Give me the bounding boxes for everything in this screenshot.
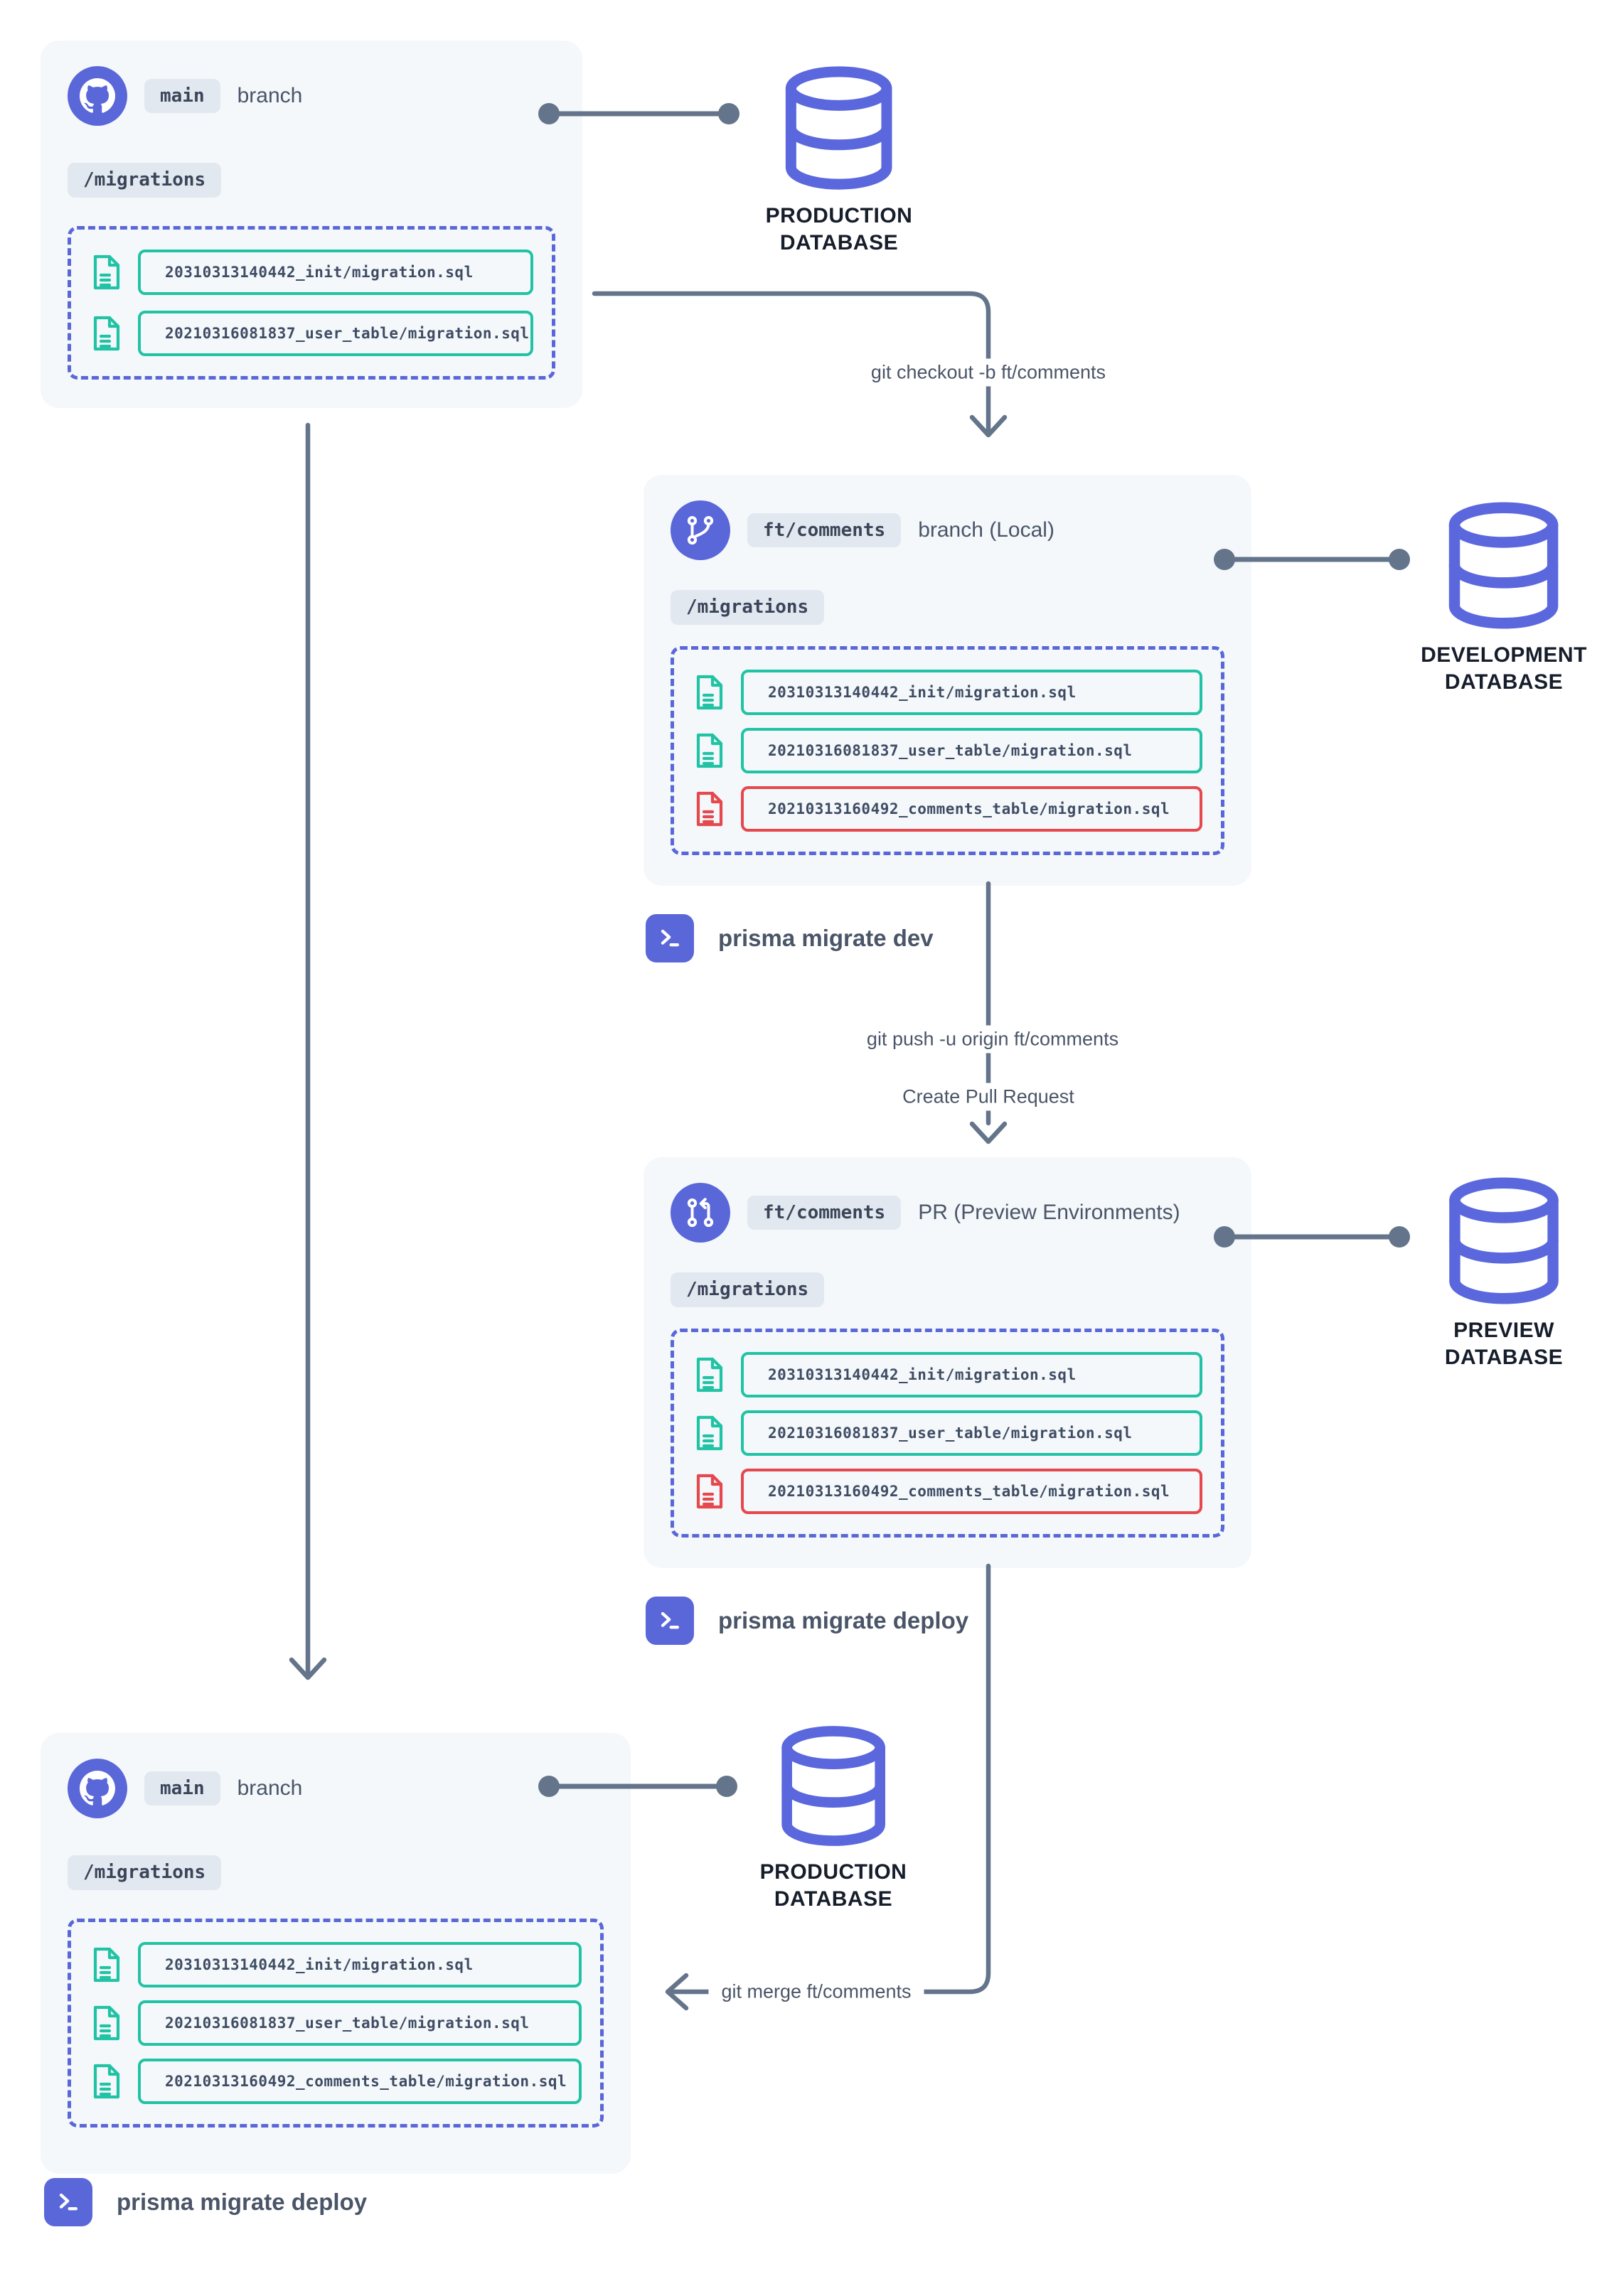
migration-file-row-new: 20210313160492_comments_table/migration.…: [693, 1468, 1202, 1514]
migrations-folder: 20310313140442_init/migration.sql 202103…: [671, 1328, 1224, 1538]
git-merge-label: git merge ft/comments: [708, 1978, 924, 2006]
prisma-migrate-deploy-command-pr: prisma migrate deploy: [646, 1597, 968, 1645]
git-pull-request-icon: [671, 1183, 730, 1243]
database-label: DEVELOPMENT DATABASE: [1421, 643, 1587, 694]
main-branch-box-top: main branch /migrations 20310313140442_i…: [41, 41, 582, 408]
preview-database: PREVIEW DATABASE: [1435, 1171, 1574, 1370]
sql-file-icon: [693, 1412, 727, 1454]
connector-dot: [1389, 549, 1410, 570]
sql-file-icon: [90, 2002, 124, 2044]
arrow-icon: [289, 1657, 327, 1680]
migration-file-row: 20210316081837_user_table/migration.sql: [693, 1410, 1202, 1456]
branch-label: branch: [237, 1776, 303, 1800]
arrow-icon: [969, 414, 1008, 438]
sql-file-icon-new: [693, 788, 727, 830]
migration-file-row-new: 20210313160492_comments_table/migration.…: [693, 785, 1202, 832]
production-database-top: PRODUCTION DATABASE: [766, 60, 913, 256]
migrations-folder: 20310313140442_init/migration.sql 202103…: [68, 1918, 604, 2128]
sql-file-icon: [90, 252, 124, 293]
arrow-icon: [969, 1121, 1008, 1144]
github-icon: [68, 66, 127, 126]
branch-badge: ft/comments: [747, 1195, 902, 1230]
migration-file-name: 20210316081837_user_table/migration.sql: [138, 2000, 582, 2046]
production-database-bottom: PRODUCTION DATABASE: [760, 1720, 907, 1912]
migration-file-name: 20210313160492_comments_table/migration.…: [741, 785, 1202, 832]
sql-file-icon: [90, 2061, 124, 2102]
branch-badge: ft/comments: [747, 513, 902, 548]
branch-badge: main: [144, 1771, 220, 1806]
arrow-icon: [665, 1973, 689, 2011]
database-label: PRODUCTION DATABASE: [765, 204, 913, 254]
git-branch-icon: [671, 500, 730, 560]
migration-file-row: 20210316081837_user_table/migration.sql: [693, 727, 1202, 773]
migrations-dir-badge: /migrations: [68, 1855, 222, 1890]
migration-file-name: 20210316081837_user_table/migration.sql: [741, 727, 1202, 773]
migration-file-row: 20310313140442_init/migration.sql: [90, 249, 533, 295]
feature-branch-box: ft/comments branch (Local) /migrations 2…: [644, 475, 1251, 886]
main-branch-box-bottom: main branch /migrations 20310313140442_i…: [41, 1733, 631, 2174]
migration-file-name: 20210316081837_user_table/migration.sql: [138, 310, 533, 356]
repo-header: main branch: [68, 1759, 604, 1818]
migration-file-name: 20310313140442_init/migration.sql: [138, 1941, 582, 1987]
migration-file-name: 20210316081837_user_table/migration.sql: [741, 1410, 1202, 1456]
migration-file-row: 20310313140442_init/migration.sql: [693, 669, 1202, 715]
connector-dot: [718, 103, 739, 124]
prisma-migrate-dev-command: prisma migrate dev: [646, 914, 934, 962]
github-icon: [68, 1759, 127, 1818]
repo-header: ft/comments branch (Local): [671, 500, 1224, 560]
repo-header: ft/comments PR (Preview Environments): [671, 1183, 1224, 1243]
terminal-icon: [646, 1597, 694, 1645]
migrations-dir-badge: /migrations: [671, 590, 825, 625]
command-text: prisma migrate deploy: [117, 2189, 368, 2215]
create-pull-request-label: Create Pull Request: [890, 1083, 1087, 1111]
migrations-dir-badge: /migrations: [68, 163, 222, 198]
branch-badge: main: [144, 78, 220, 114]
branch-label: PR (Preview Environments): [918, 1201, 1180, 1224]
migration-file-row: 20210316081837_user_table/migration.sql: [90, 2000, 582, 2046]
connector-dot: [1389, 1226, 1410, 1248]
database-icon: [1449, 1177, 1559, 1304]
migration-file-row: 20210316081837_user_table/migration.sql: [90, 310, 533, 356]
development-database: DEVELOPMENT DATABASE: [1421, 496, 1587, 695]
git-checkout-label: git checkout -b ft/comments: [858, 358, 1119, 387]
migration-file-row: 20310313140442_init/migration.sql: [693, 1351, 1202, 1398]
migration-file-name: 20210313160492_comments_table/migration.…: [741, 1468, 1202, 1514]
database-label: PRODUCTION DATABASE: [759, 1860, 907, 1911]
sql-file-icon: [693, 730, 727, 771]
pr-preview-box: ft/comments PR (Preview Environments) /m…: [644, 1157, 1251, 1568]
migration-file-row: 20210313160492_comments_table/migration.…: [90, 2058, 582, 2104]
sql-file-icon: [90, 313, 124, 354]
prisma-migrate-deploy-command-bottom: prisma migrate deploy: [44, 2178, 367, 2226]
database-icon: [781, 1726, 885, 1846]
migration-file-name: 20310313140442_init/migration.sql: [741, 1351, 1202, 1398]
sql-file-icon-new: [693, 1471, 727, 1512]
migration-file-name: 20210313160492_comments_table/migration.…: [138, 2058, 582, 2104]
migration-file-name: 20310313140442_init/migration.sql: [138, 249, 533, 295]
database-icon: [1449, 502, 1559, 629]
database-icon: [786, 66, 892, 190]
migrations-dir-badge: /migrations: [671, 1272, 825, 1307]
repo-header: main branch: [68, 66, 555, 126]
migration-file-row: 20310313140442_init/migration.sql: [90, 1941, 582, 1987]
branch-label: branch: [237, 84, 303, 107]
branch-label: branch (Local): [918, 518, 1054, 542]
terminal-icon: [646, 914, 694, 962]
sql-file-icon: [90, 1944, 124, 1985]
command-text: prisma migrate deploy: [718, 1607, 969, 1634]
migrations-folder: 20310313140442_init/migration.sql 202103…: [671, 645, 1224, 855]
migration-file-name: 20310313140442_init/migration.sql: [741, 669, 1202, 715]
migrations-folder: 20310313140442_init/migration.sql 202103…: [68, 225, 555, 380]
sql-file-icon: [693, 672, 727, 713]
database-label: PREVIEW DATABASE: [1444, 1319, 1564, 1369]
terminal-icon: [44, 2178, 92, 2226]
command-text: prisma migrate dev: [718, 925, 934, 951]
connector-dot: [716, 1776, 737, 1797]
git-push-label: git push -u origin ft/comments: [853, 1025, 1132, 1053]
sql-file-icon: [693, 1354, 727, 1395]
